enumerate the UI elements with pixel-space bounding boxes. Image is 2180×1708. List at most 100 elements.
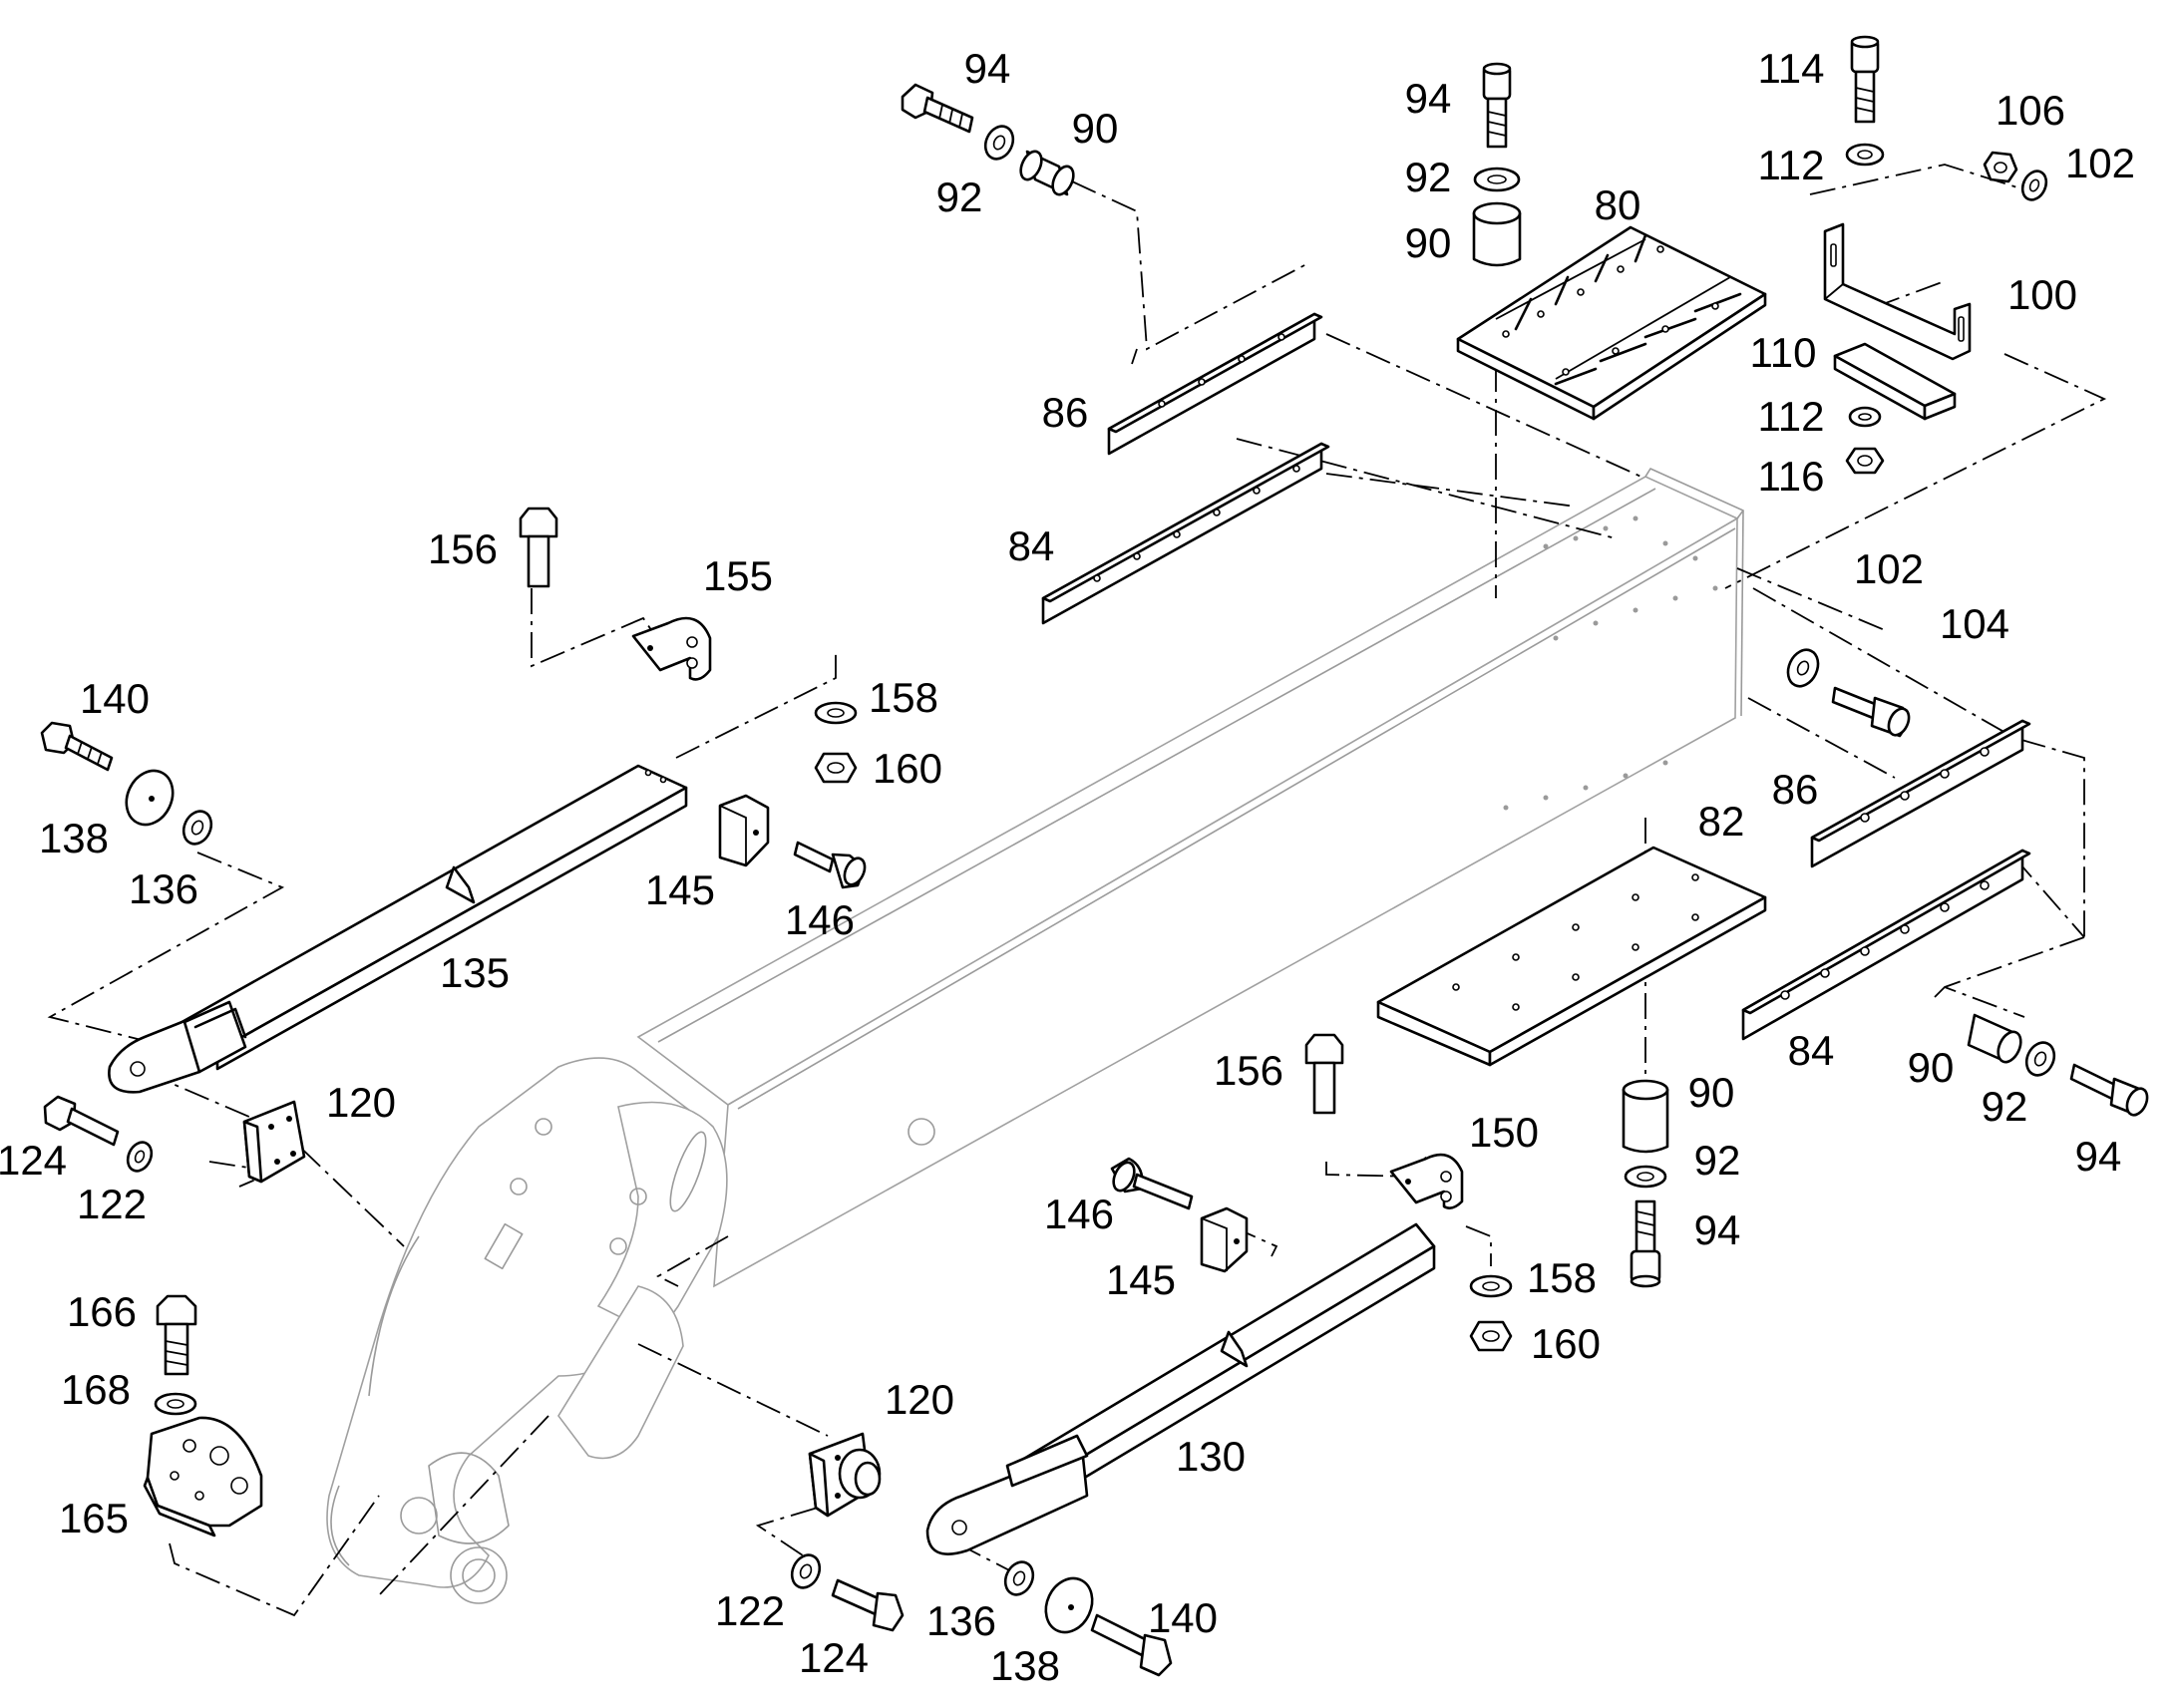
washer-158-left bbox=[814, 701, 858, 725]
callout-165: 165 bbox=[59, 1495, 129, 1541]
callout-92: 92 bbox=[1694, 1137, 1741, 1184]
callout-86: 86 bbox=[1772, 766, 1819, 813]
bracket-165 bbox=[143, 1416, 263, 1537]
callout-100: 100 bbox=[2007, 271, 2077, 318]
callout-106: 106 bbox=[1996, 87, 2065, 134]
callout-122: 122 bbox=[715, 1587, 785, 1634]
callout-156: 156 bbox=[1214, 1047, 1283, 1094]
extension-arm-130 bbox=[925, 1222, 1436, 1555]
callout-102: 102 bbox=[1854, 545, 1924, 592]
callout-140: 140 bbox=[80, 675, 150, 722]
callout-146: 146 bbox=[1044, 1191, 1114, 1237]
strip-84-top bbox=[1041, 442, 1330, 625]
callout-136: 136 bbox=[129, 865, 198, 912]
nut-116 bbox=[1845, 447, 1885, 475]
callout-82: 82 bbox=[1698, 798, 1745, 845]
main-boom bbox=[326, 468, 1744, 1604]
callout-130: 130 bbox=[1176, 1433, 1246, 1480]
bolt-94-top-middle bbox=[1482, 62, 1512, 149]
callout-94: 94 bbox=[2075, 1133, 2122, 1180]
callout-110: 110 bbox=[1750, 329, 1817, 376]
bolt-166 bbox=[156, 1294, 197, 1376]
callout-160: 160 bbox=[873, 745, 942, 792]
bolt-124-right bbox=[831, 1578, 905, 1632]
callout-114: 114 bbox=[1758, 45, 1825, 92]
callout-92: 92 bbox=[1405, 154, 1452, 200]
callout-94: 94 bbox=[964, 45, 1011, 92]
callout-136: 136 bbox=[926, 1597, 996, 1644]
washer-158-right bbox=[1469, 1274, 1513, 1298]
bolt-140-left bbox=[40, 721, 114, 772]
callout-156: 156 bbox=[428, 525, 498, 572]
washer-122-right bbox=[790, 1553, 822, 1589]
callout-140: 140 bbox=[1148, 1594, 1218, 1641]
spacer-90-bottom bbox=[1622, 1079, 1669, 1154]
callout-112: 112 bbox=[1758, 142, 1825, 188]
pad-120-right bbox=[808, 1432, 882, 1518]
bolt-104 bbox=[1831, 686, 1911, 738]
callout-84: 84 bbox=[1008, 522, 1055, 569]
nut-160-left bbox=[814, 752, 858, 784]
extension-arm-135 bbox=[108, 764, 688, 1094]
callout-135: 135 bbox=[440, 949, 510, 996]
bolt-156-right bbox=[1304, 1033, 1344, 1115]
bolt-124-left bbox=[43, 1095, 120, 1147]
washer-102-right bbox=[1786, 648, 1820, 688]
callout-102: 102 bbox=[2065, 140, 2135, 186]
washer-122-left bbox=[126, 1141, 154, 1173]
strip-84-right bbox=[1741, 849, 2031, 1041]
washer-168 bbox=[154, 1392, 197, 1416]
washer-92-top-left bbox=[983, 125, 1015, 161]
spacer-90-top-middle bbox=[1472, 201, 1522, 267]
callout-158: 158 bbox=[869, 674, 938, 721]
bolt-94-right bbox=[2069, 1063, 2149, 1117]
bolt-156-left bbox=[519, 507, 558, 588]
callout-150: 150 bbox=[1469, 1109, 1539, 1156]
callout-120: 120 bbox=[885, 1376, 954, 1423]
bracket-100 bbox=[1823, 222, 1972, 361]
callout-84: 84 bbox=[1788, 1027, 1835, 1074]
callout-122: 122 bbox=[77, 1181, 147, 1227]
callout-168: 168 bbox=[61, 1366, 131, 1413]
bolt-94-bottom bbox=[1630, 1199, 1661, 1288]
callout-116: 116 bbox=[1758, 453, 1825, 500]
washer-112-top bbox=[1845, 143, 1885, 167]
callout-145: 145 bbox=[1106, 1256, 1176, 1303]
callout-90: 90 bbox=[1405, 219, 1452, 266]
callout-124: 124 bbox=[799, 1634, 869, 1681]
washer-136-right bbox=[1003, 1560, 1035, 1596]
washer-112-bottom bbox=[1848, 406, 1882, 428]
bolt-94-top-left bbox=[901, 83, 974, 134]
pad-120-left bbox=[242, 1100, 306, 1184]
spacer-90-top-left bbox=[1019, 150, 1075, 196]
callout-104: 104 bbox=[1940, 600, 2009, 647]
callout-158: 158 bbox=[1527, 1254, 1597, 1301]
pad-145-right bbox=[1200, 1206, 1249, 1273]
callout-145: 145 bbox=[645, 866, 715, 913]
callout-90: 90 bbox=[1072, 105, 1119, 152]
nut-160-right bbox=[1469, 1320, 1513, 1352]
bracket-155 bbox=[631, 616, 712, 681]
callout-138: 138 bbox=[990, 1642, 1060, 1689]
strip-86-top bbox=[1107, 312, 1323, 456]
bolt-146-left bbox=[793, 841, 867, 889]
callout-112: 112 bbox=[1758, 393, 1825, 440]
callout-146: 146 bbox=[785, 896, 855, 943]
nut-106 bbox=[1983, 151, 2018, 183]
washer-136-left bbox=[182, 810, 213, 846]
top-plate-80 bbox=[1456, 225, 1767, 421]
callout-160: 160 bbox=[1531, 1320, 1601, 1367]
callout-80: 80 bbox=[1595, 181, 1641, 228]
bolt-146-right bbox=[1110, 1157, 1194, 1210]
bottom-plate-82 bbox=[1376, 846, 1767, 1067]
callout-86: 86 bbox=[1042, 389, 1089, 436]
pad-145-left bbox=[718, 794, 770, 867]
callout-94: 94 bbox=[1405, 75, 1452, 122]
washer-92-bottom bbox=[1624, 1165, 1667, 1189]
washer-138-left bbox=[125, 769, 175, 827]
callout-labels: 9490929492908011411210610210011011211686… bbox=[0, 45, 2135, 1689]
clamp-110 bbox=[1833, 342, 1957, 421]
bolt-114 bbox=[1850, 35, 1880, 124]
bolt-140-right bbox=[1090, 1613, 1173, 1677]
